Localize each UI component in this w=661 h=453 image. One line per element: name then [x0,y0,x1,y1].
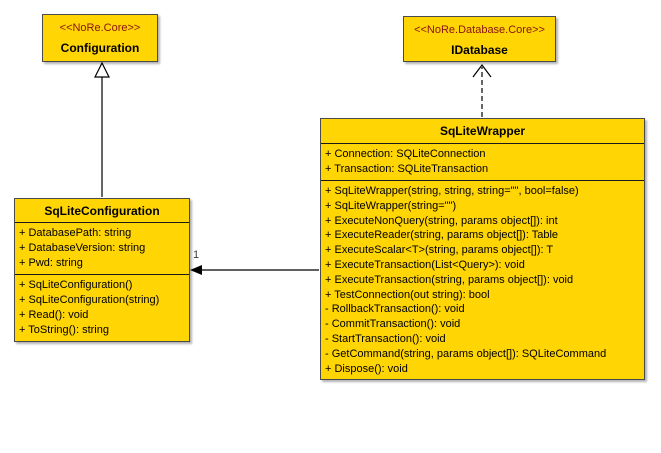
class-name: SqLiteWrapper [439,124,526,138]
class-box-sqlitewrapper: SqLiteWrapper + Connection: SQLiteConnec… [320,118,645,381]
realization-open-arrowhead-icon [472,64,492,78]
attribute-item: + DatabaseVersion: string [19,242,146,254]
class-name: IDatabase [451,43,508,57]
association-arrowhead-icon [190,265,202,275]
method-item: + ExecuteNonQuery(string, params object[… [325,214,558,227]
class-box-idatabase: <<NoRe.Database.Core>> IDatabase [403,16,556,62]
methods-compartment: + SqLiteConfiguration() + SqLiteConfigura… [15,274,189,341]
association-multiplicity-label: 1 [193,249,200,261]
method-item: + SqLiteConfiguration() [19,279,133,291]
class-box-sqliteconfiguration: SqLiteConfiguration + DatabasePath: stri… [14,198,190,342]
stereotype-label: <<NoRe.Database.Core>> [414,24,545,36]
class-box-configuration: <<NoRe.Core>> Configuration [42,14,158,62]
class-name: SqLiteConfiguration [44,204,160,218]
method-item: + ExecuteTransaction(string, params obje… [325,273,574,286]
method-item: + Read(): void [19,309,89,321]
attributes-compartment: + Connection: SQLiteConnection + Transact… [321,143,644,180]
method-item: - CommitTransaction(): void [325,318,461,331]
attributes-compartment: + DatabasePath: string + DatabaseVersion:… [15,222,189,274]
attribute-item: + Transaction: SQLiteTransaction [325,163,489,175]
method-item: - RollbackTransaction(): void [325,303,465,316]
method-item: + SqLiteWrapper(string, string, string="… [325,185,579,197]
method-item: + ExecuteReader(string, params object[])… [325,229,559,242]
method-item: + ExecuteScalar<T>(string, params object… [325,244,554,257]
method-item: - StartTransaction(): void [325,332,446,345]
methods-compartment: + SqLiteWrapper(string, string, string="… [321,180,644,379]
method-item: + ToString(): string [19,324,109,336]
attribute-item: + Connection: SQLiteConnection [325,148,486,160]
attribute-item: + DatabasePath: string [19,227,132,239]
stereotype-label: <<NoRe.Core>> [59,22,141,34]
method-item: + SqLiteConfiguration(string) [19,294,160,306]
method-item: + Dispose(): void [325,362,408,375]
method-item: + TestConnection(out string): bool [325,288,490,301]
generalization-hollow-triangle-icon [94,61,110,78]
method-item: + ExecuteTransaction(List<Query>): void [325,258,525,271]
method-item: + SqLiteWrapper(string="") [325,199,457,212]
method-item: - GetCommand(string, params object[]): S… [325,347,607,360]
class-name: Configuration [60,41,140,55]
attribute-item: + Pwd: string [19,257,83,269]
